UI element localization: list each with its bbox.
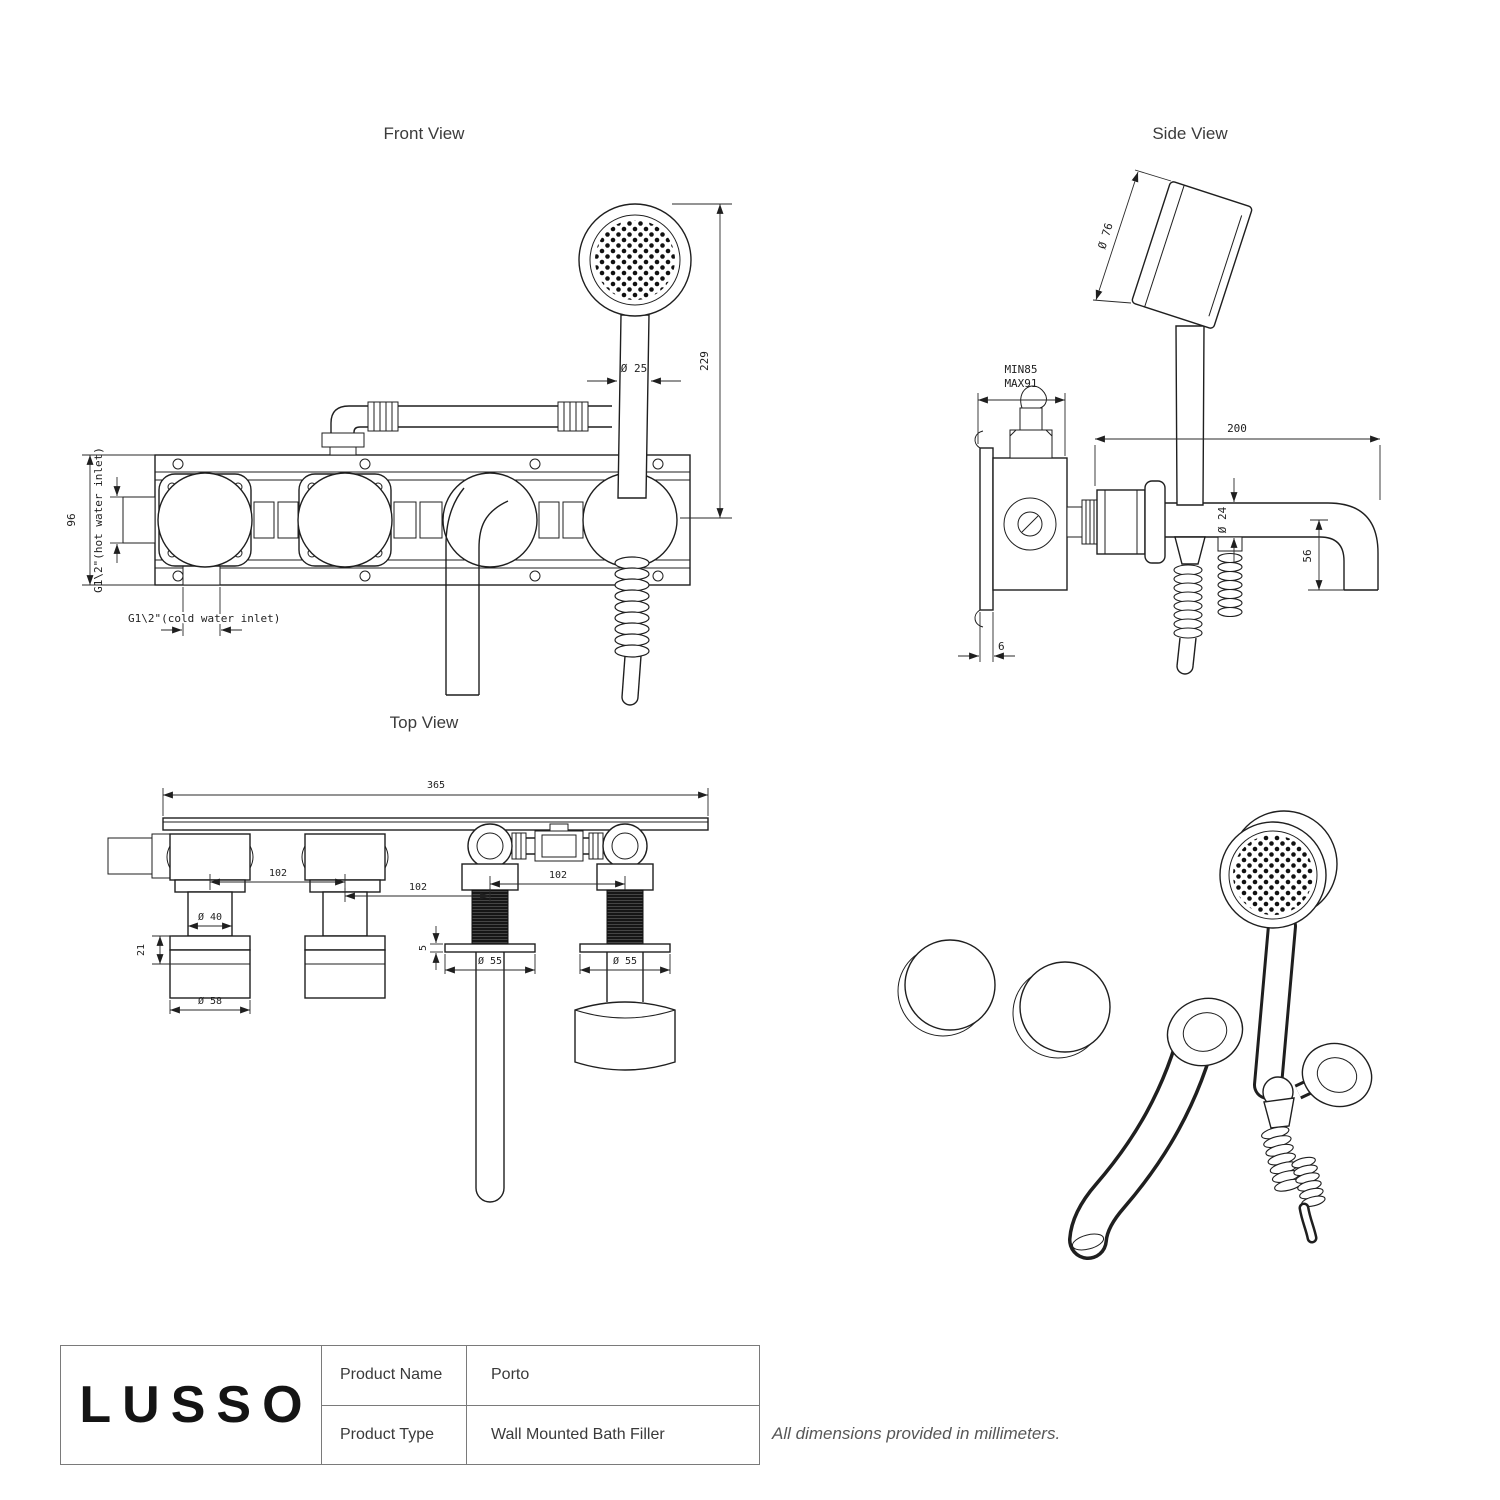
dimension-96: 96 xyxy=(65,454,155,586)
title-block: LUSSO Product Name Porto Product Type Wa… xyxy=(60,1345,760,1465)
dimension-dia55b: Ø 55 xyxy=(579,954,671,974)
dimension-229: 229 xyxy=(672,203,732,519)
brand-logo: LUSSO xyxy=(79,1376,314,1434)
top-view-drawing: 365 102 102 102 Ø 40 21 xyxy=(107,780,709,1203)
dimension-21: 21 xyxy=(136,935,172,965)
dim-label-102b: 102 xyxy=(409,882,427,893)
persp-spray-face-dots xyxy=(1233,835,1313,915)
dimension-dia58: Ø 58 xyxy=(169,995,251,1014)
dimension-6: 6 xyxy=(958,612,1015,662)
dimension-365: 365 xyxy=(162,780,709,816)
top-valve3-spout xyxy=(444,863,536,1203)
dim-label-5: 5 xyxy=(418,945,429,951)
persp-knob-left xyxy=(897,939,996,1037)
top-supply-pipe xyxy=(467,823,648,869)
dimension-200: 200 xyxy=(1094,422,1381,500)
brand-cell: LUSSO xyxy=(61,1346,322,1464)
perspective-view-drawing xyxy=(897,810,1373,1260)
persp-hose xyxy=(1259,1124,1327,1244)
dim-label-dia25: Ø 25 xyxy=(621,362,648,375)
spray-face-dots xyxy=(595,220,675,300)
side-valve-body xyxy=(974,385,1166,628)
top-valve4-holder xyxy=(574,863,676,1071)
dim-label-365: 365 xyxy=(427,780,445,791)
hot-inlet-text: G1\2"(hot water inlet) xyxy=(92,447,105,593)
top-valve1 xyxy=(107,833,254,999)
persp-knob-right xyxy=(1012,961,1111,1059)
dim-label-6: 6 xyxy=(998,640,1005,653)
dim-label-dia55a: Ø 55 xyxy=(478,955,502,967)
dim-label-21: 21 xyxy=(136,944,147,956)
side-view-title: Side View xyxy=(1152,124,1228,143)
front-valves xyxy=(157,472,678,696)
dimension-dia40: Ø 40 xyxy=(188,911,232,930)
dimension-min-max: MIN85 MAX91 xyxy=(977,363,1066,456)
dimension-dia24: Ø 24 xyxy=(1216,478,1238,562)
dimension-56: 56 xyxy=(1301,519,1344,591)
label-hot-water-inlet: G1\2"(hot water inlet) xyxy=(92,447,123,593)
handset-handle xyxy=(617,314,650,499)
front-handset xyxy=(578,203,692,706)
persp-handset xyxy=(1219,810,1338,1129)
label-cold-water-inlet: G1\2"(cold water inlet) xyxy=(126,587,282,636)
table-row: Product Type Wall Mounted Bath Filler xyxy=(322,1405,759,1464)
dim-label-102c: 102 xyxy=(549,870,567,881)
dim-label-102a: 102 xyxy=(269,868,287,879)
cold-inlet-text: G1\2"(cold water inlet) xyxy=(128,612,280,625)
side-handset xyxy=(1131,181,1253,675)
top-view-title: Top View xyxy=(389,713,459,732)
dim-label-dia24: Ø 24 xyxy=(1216,506,1229,533)
dim-label-96: 96 xyxy=(65,513,78,526)
dim-label-dia40: Ø 40 xyxy=(198,911,222,923)
title-block-info: Product Name Porto Product Type Wall Mou… xyxy=(322,1346,759,1464)
dim-label-56: 56 xyxy=(1301,549,1314,562)
front-supply-pipe xyxy=(321,401,612,456)
dimension-102c: 102 xyxy=(489,870,626,890)
dim-label-200: 200 xyxy=(1227,422,1247,435)
dimension-dia55a: Ø 55 xyxy=(444,954,536,974)
front-view-title: Front View xyxy=(383,124,465,143)
dim-label-dia55b: Ø 55 xyxy=(613,955,637,967)
persp-spout xyxy=(1068,997,1244,1260)
front-view-drawing: 229 Ø 25 96 G1\2"(hot water inlet) G1\2"… xyxy=(65,203,732,706)
dimension-102b: 102 xyxy=(344,882,491,902)
dimension-102a: 102 xyxy=(209,868,346,890)
table-row: Product Name Porto xyxy=(322,1346,759,1406)
dim-label-max91: MAX91 xyxy=(1004,377,1037,390)
dimensions-note: All dimensions provided in millimeters. xyxy=(772,1424,1061,1443)
dimension-dia25: Ø 25 xyxy=(587,362,681,385)
dimension-5: 5 xyxy=(418,926,443,970)
product-name-value: Porto xyxy=(491,1366,530,1384)
side-view-drawing: Ø 76 MIN85 MAX91 200 Ø 24 56 xyxy=(958,169,1381,675)
product-name-label: Product Name xyxy=(322,1346,467,1405)
dim-label-dia76: Ø 76 xyxy=(1096,221,1116,250)
top-plate xyxy=(162,817,709,831)
dim-label-229: 229 xyxy=(698,351,711,371)
top-valve2 xyxy=(301,833,389,999)
product-type-label: Product Type xyxy=(322,1405,467,1464)
product-type-value: Wall Mounted Bath Filler xyxy=(491,1425,665,1443)
dim-label-min85: MIN85 xyxy=(1004,363,1037,376)
dim-label-dia58: Ø 58 xyxy=(198,995,222,1007)
persp-holder-outlet xyxy=(1294,1042,1373,1108)
